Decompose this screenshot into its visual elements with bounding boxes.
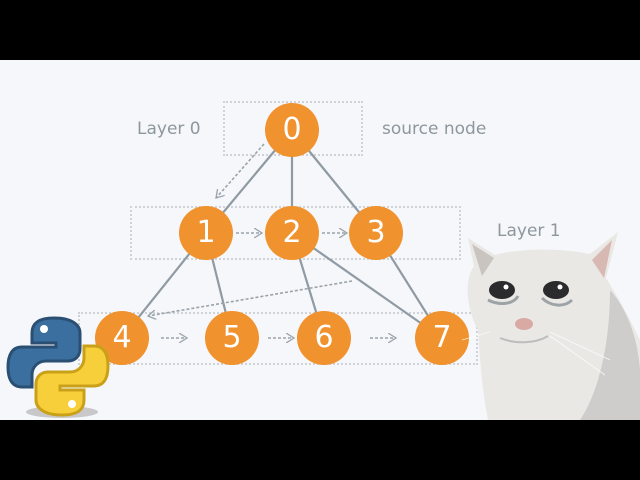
traversal-arrows — [148, 143, 396, 338]
letterbox-bottom — [0, 420, 640, 480]
node-6: 6 — [297, 311, 351, 365]
layer-0-label: Layer 0 — [137, 119, 201, 139]
node-2: 2 — [265, 206, 319, 260]
node-5: 5 — [205, 311, 259, 365]
crying-cat-image — [461, 232, 640, 420]
node-7: 7 — [415, 311, 469, 365]
layer-1-label: Layer 1 — [497, 221, 561, 241]
diagram-canvas: Layer 0 source node Layer 1 — [0, 60, 640, 420]
letterbox-top — [0, 0, 640, 60]
python-logo-icon — [6, 316, 110, 418]
node-0: 0 — [265, 103, 319, 157]
node-4: 4 — [95, 311, 149, 365]
node-3: 3 — [349, 206, 403, 260]
node-1: 1 — [179, 206, 233, 260]
source-node-label: source node — [382, 119, 487, 139]
